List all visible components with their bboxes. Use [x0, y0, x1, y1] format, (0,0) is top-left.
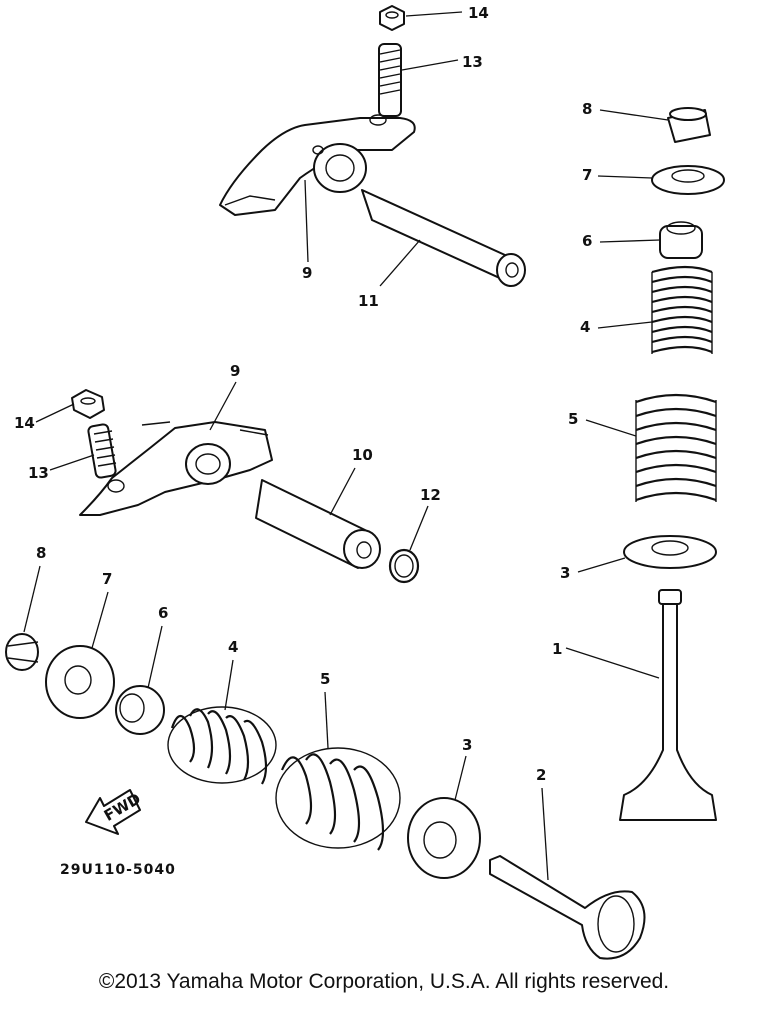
callout-top-stud: 13 — [462, 53, 483, 71]
top-adjust-stud — [378, 43, 402, 117]
right-inner-spring — [651, 265, 713, 354]
callout-right-outer-spring: 5 — [568, 410, 578, 428]
callout-low-seat: 3 — [462, 736, 472, 754]
low-valve — [489, 855, 646, 960]
low-inner-spring — [167, 706, 277, 785]
callout-top-arm: 9 — [302, 264, 312, 282]
mid-adjust-stud — [87, 423, 117, 479]
right-valve-seal — [659, 221, 703, 259]
callout-right-cotter: 8 — [582, 100, 592, 118]
callout-mid-arm: 9 — [230, 362, 240, 380]
right-spring-seat — [623, 535, 717, 569]
forward-arrow-icon: FWD — [85, 789, 144, 835]
right-spring-retainer — [651, 165, 725, 195]
top-rocker-nut — [379, 5, 405, 31]
callout-right-retainer: 7 — [582, 166, 592, 184]
mid-rocker-nut — [71, 389, 105, 419]
mid-rocker-arm — [79, 421, 273, 516]
low-outer-spring — [275, 747, 401, 851]
low-spring-seat — [407, 797, 481, 879]
callout-low-retainer: 7 — [102, 570, 112, 588]
low-valve-cotter — [5, 633, 39, 671]
mid-circlip — [388, 548, 420, 584]
callout-right-inner-spring: 4 — [580, 318, 590, 336]
copyright-notice: ©2013 Yamaha Motor Corporation, U.S.A. A… — [98, 970, 670, 993]
callout-low-inner-spring: 4 — [228, 638, 238, 656]
right-outer-spring — [635, 393, 717, 502]
mid-rocker-shaft — [255, 479, 381, 569]
right-valve-cotter — [667, 107, 711, 143]
callout-right-seat: 3 — [560, 564, 570, 582]
callout-mid-nut: 14 — [14, 414, 35, 432]
callout-low-cotter: 8 — [36, 544, 46, 562]
callout-right-valve: 1 — [552, 640, 562, 658]
callout-mid-stud: 13 — [28, 464, 49, 482]
callout-right-seal: 6 — [582, 232, 592, 250]
callout-mid-shaft: 10 — [352, 446, 373, 464]
callout-mid-clip: 12 — [420, 486, 441, 504]
callout-low-valve: 2 — [536, 766, 546, 784]
diagram-code: 29U110-5040 — [60, 862, 176, 878]
low-spring-retainer — [45, 645, 115, 719]
top-rocker-arm — [219, 114, 416, 216]
right-valve — [619, 589, 717, 821]
callout-low-seal: 6 — [158, 604, 168, 622]
callout-top-shaft: 11 — [358, 292, 379, 310]
low-valve-seal — [115, 685, 165, 735]
callout-low-outer-spring: 5 — [320, 670, 330, 688]
callout-top-nut: 14 — [468, 4, 489, 22]
top-rocker-shaft — [361, 189, 526, 287]
